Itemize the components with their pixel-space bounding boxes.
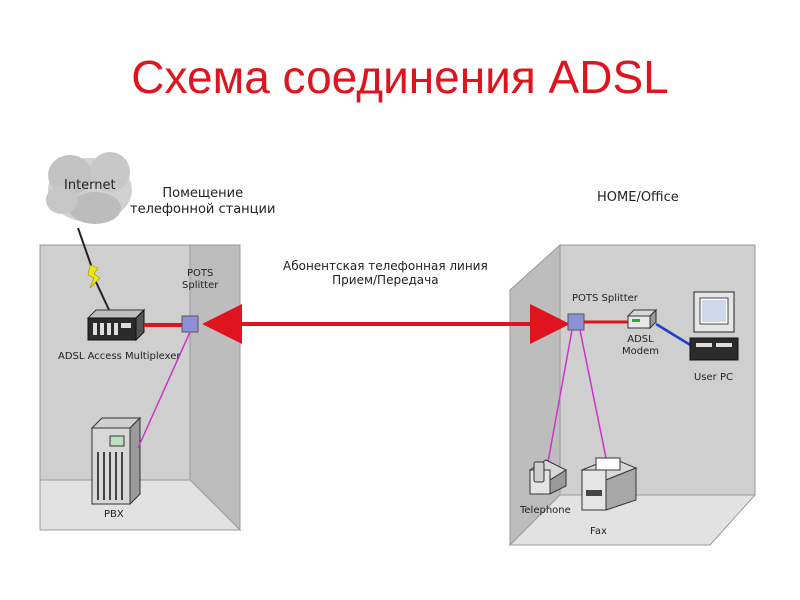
internet-link [77,227,111,313]
internet-label: Internet [64,178,116,193]
lightning-icon [87,264,101,289]
right-pots-splitter-label: POTS Splitter [572,293,638,304]
subscriber-line-label: Абонентская телефонная линия Прием/Перед… [283,259,488,288]
adsl-modem-icon [626,308,658,330]
left-pots-splitter-label: POTS Splitter [182,268,219,291]
splitter-to-telephone-line [547,329,573,463]
home-room-left-wall [509,243,561,547]
internet-cloud-icon [46,152,132,224]
telephone-label: Telephone [520,505,571,516]
telephone-icon [528,459,568,495]
splitter-to-pbx-line [137,331,191,449]
station-room-label: Помещение телефонной станции [130,186,276,217]
modem-to-pc-line [655,322,693,348]
home-office-label: HOME/Office [597,190,679,205]
splitter-to-fax-line [579,329,607,459]
fax-label: Fax [590,526,607,537]
pbx-icon [90,416,142,506]
home-room-floor [508,494,757,546]
right-pots-splitter-icon [567,313,585,331]
user-pc-label: User PC [694,372,733,383]
home-room-back-wall [559,244,756,496]
adsl-access-multiplexer-icon [86,308,146,342]
fax-icon [580,457,638,511]
pbx-label: PBX [104,509,124,520]
user-pc-icon [689,291,739,361]
left-pots-splitter-icon [181,315,199,333]
adsl-modem-label: ADSL Modem [622,334,659,357]
adsl-access-multiplexer-label: ADSL Access Multiplexer [58,351,181,362]
page-title: Схема соединения ADSL [131,51,669,103]
